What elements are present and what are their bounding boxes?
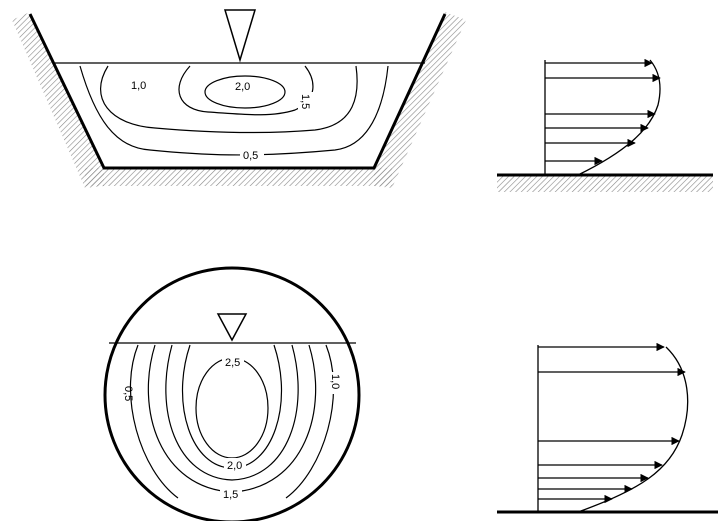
channel-bottom-hatch — [85, 168, 392, 186]
trapezoidal-channel: 1,0 2,0 1,5 0,5 — [12, 9, 466, 188]
pipe-velocity-profile — [497, 342, 718, 514]
pipe-label-1-5: 1,5 — [223, 489, 238, 501]
contour-label-2-0: 2,0 — [235, 81, 250, 93]
pipe-label-2-5: 2,5 — [225, 357, 240, 369]
pipe-water-level-marker-icon — [216, 313, 248, 342]
channel-walls — [28, 13, 447, 170]
channel-right-hatch — [374, 12, 466, 188]
contour-2-0 — [204, 75, 286, 109]
channel-left-hatch — [12, 12, 104, 188]
water-level-marker-icon — [223, 9, 257, 63]
profile-ground-hatch — [497, 176, 713, 192]
pipe-contour — [165, 344, 299, 481]
pipe-contour — [285, 344, 335, 499]
contour-label-1-0: 1,0 — [131, 80, 146, 92]
channel-velocity-profile — [497, 58, 713, 192]
profile-velocity-curve — [577, 59, 661, 176]
circular-pipe: 2,5 0,5 1,0 2,0 1,5 — [103, 266, 361, 521]
pipe-label-2-0: 2,0 — [227, 460, 242, 472]
pipe-wall — [103, 266, 361, 521]
pipe-label-1-0: 1,0 — [329, 374, 341, 389]
pipe-contour-inner — [195, 357, 269, 459]
contour-0-5 — [79, 65, 389, 156]
contour-label-1-5: 1,5 — [299, 94, 311, 109]
pipe-label-0-5: 0,5 — [122, 386, 134, 401]
pipe-contour — [129, 344, 179, 499]
contour-1-0 — [100, 65, 358, 134]
contour-label-0-5: 0,5 — [243, 150, 258, 162]
